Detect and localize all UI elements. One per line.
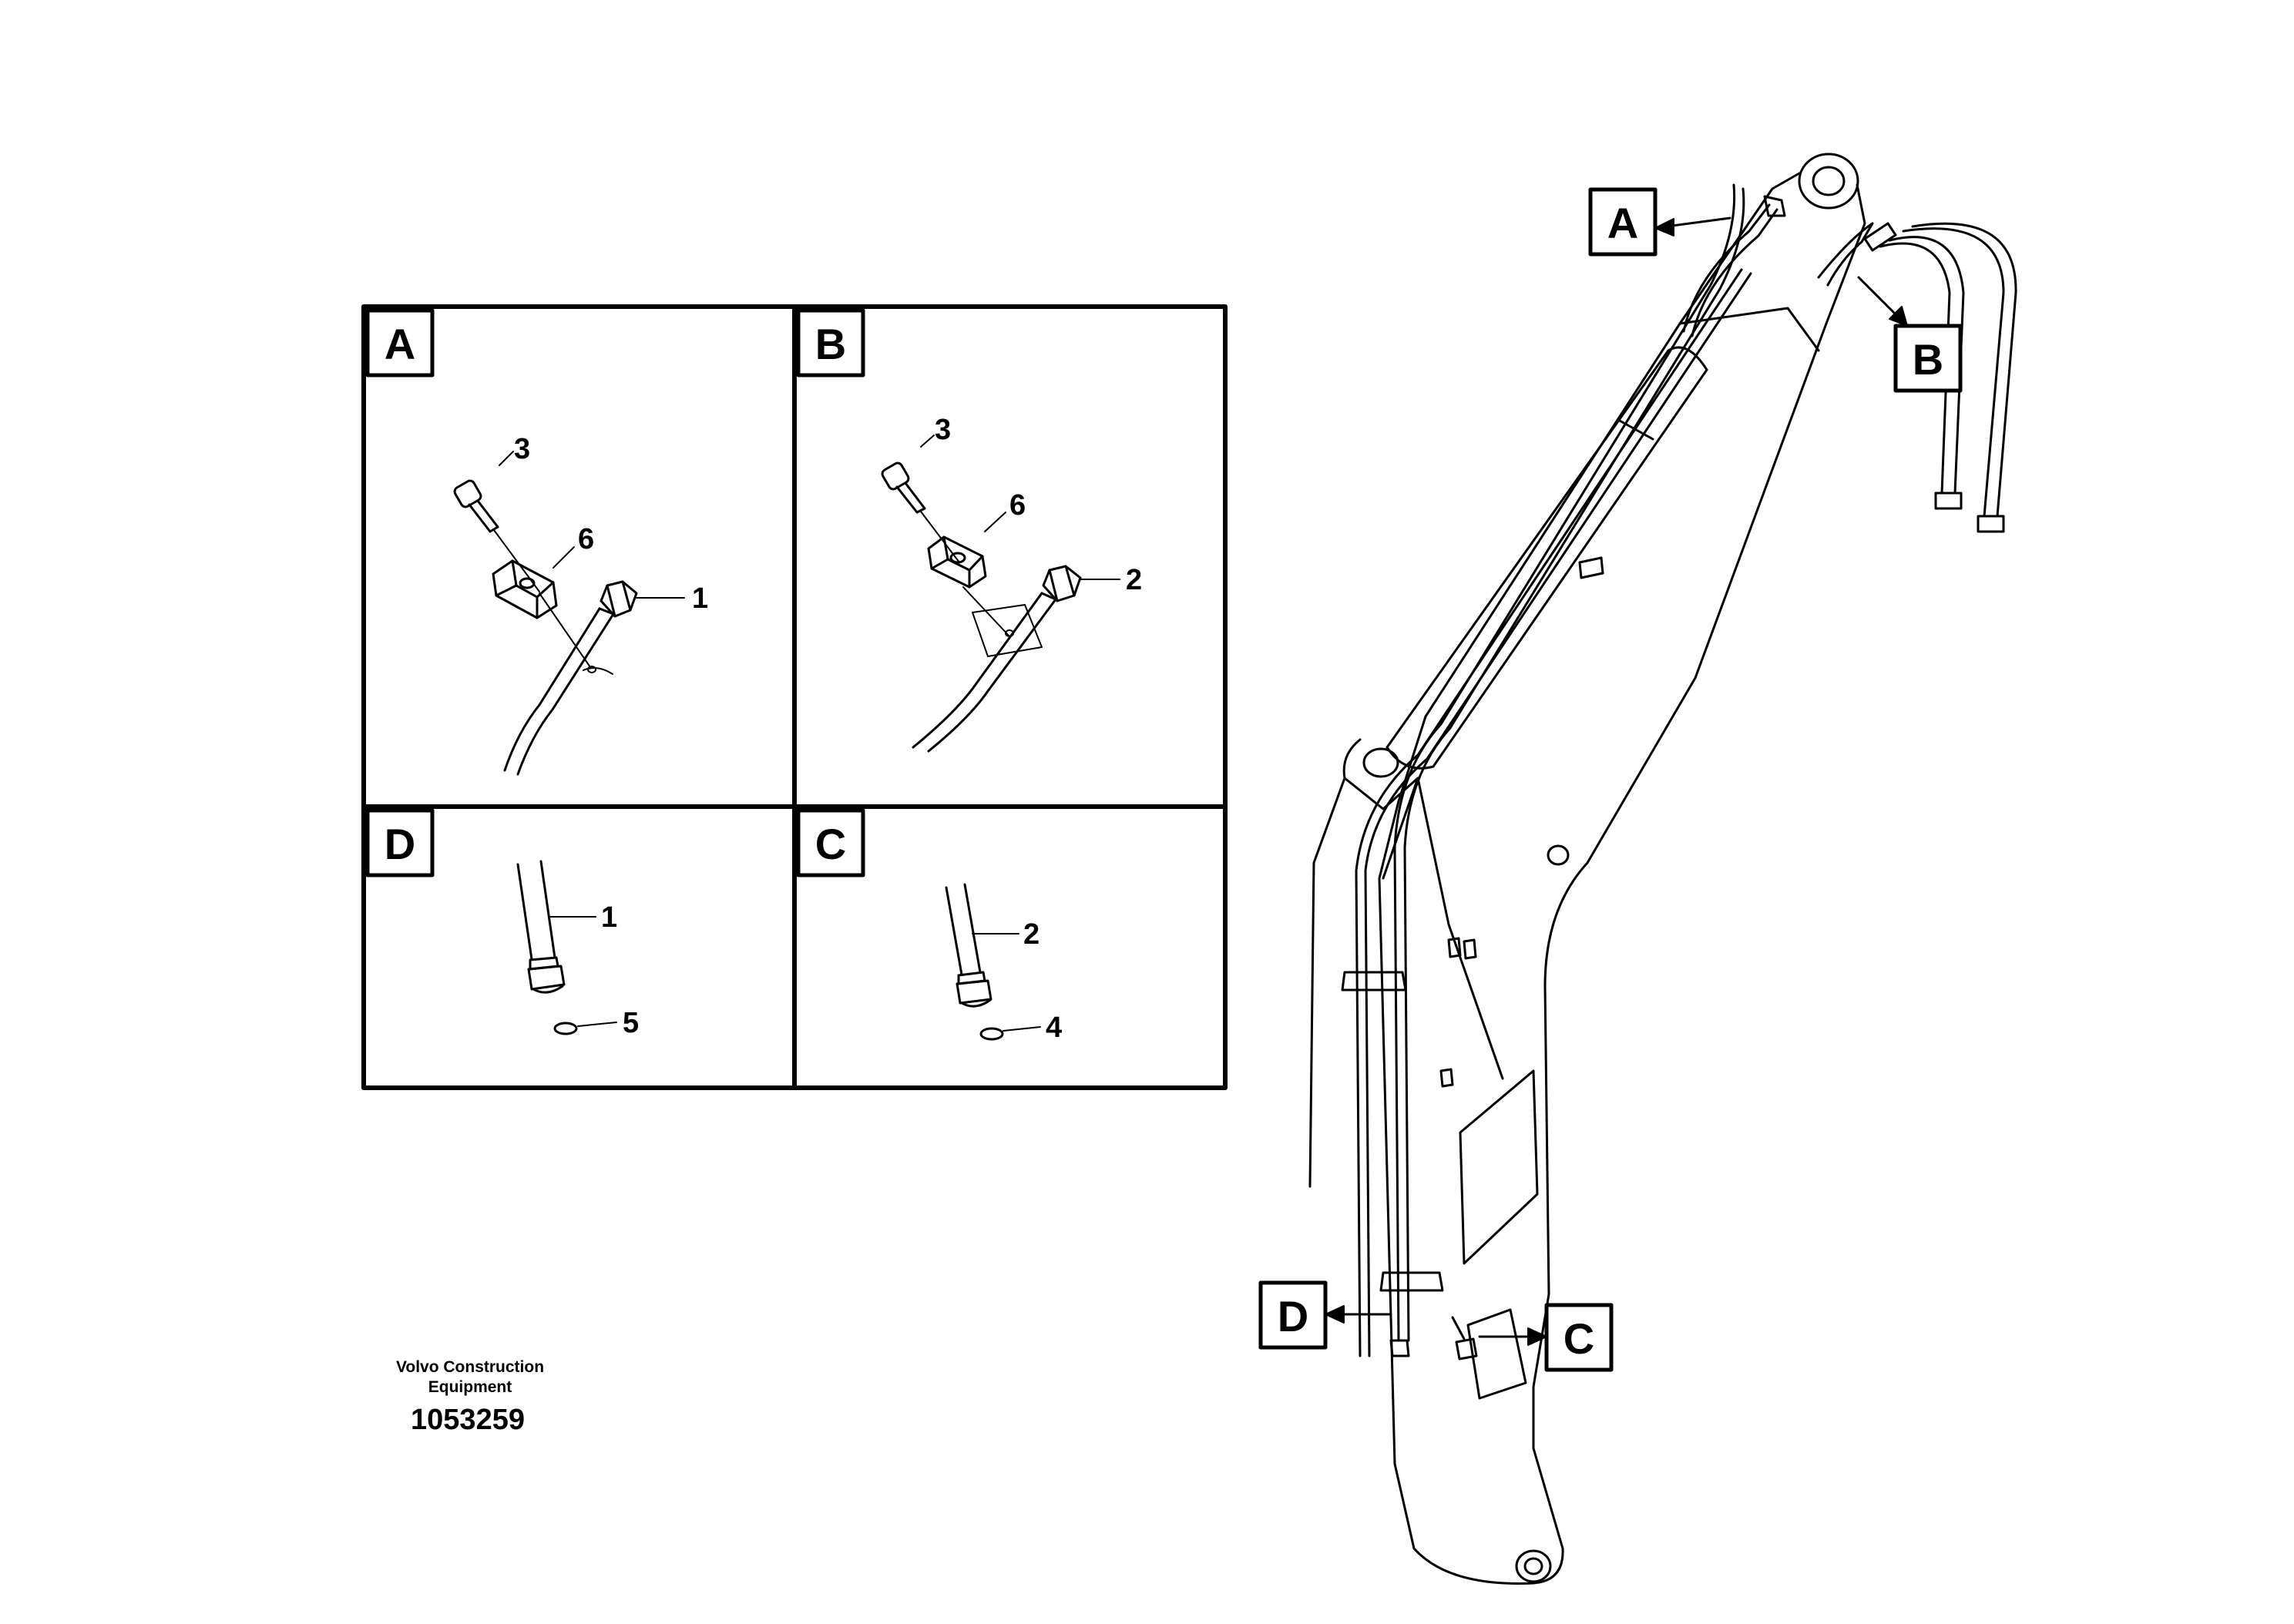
bolt-icon [453,479,499,533]
clamp-icon [492,559,558,619]
panel-b-label-box [796,308,865,377]
callout-number: 1 [601,901,617,934]
hose-icon [503,580,638,776]
leader-line [1003,1026,1041,1032]
leader-line [920,435,935,448]
boom-label-b-text: B [1913,335,1943,384]
leader-line [984,512,1006,532]
leader-line [553,546,575,569]
footer: Volvo Construction Equipment 1053259 [396,1358,544,1436]
callout-number: 6 [1009,489,1026,522]
leader-line [539,592,591,668]
company-name-line2: Equipment [428,1378,512,1396]
hose-end-icon [516,860,566,994]
panel-b: B 3 6 2 [796,308,1142,753]
boom-label-c-text: C [1563,1314,1594,1363]
leader-line [962,586,1010,637]
boom-label-b: B [1857,276,1963,393]
panel-c-label: C [815,820,846,868]
bolt-icon [881,461,926,514]
callout-number: 4 [1046,1012,1062,1044]
callout-number: 3 [514,433,530,465]
leader-line [499,451,514,466]
panel-a-label-box [365,308,435,377]
clamp-icon [927,535,987,589]
boom-label-d: D [1258,1280,1392,1350]
hose-clamp-icon [1379,1271,1444,1292]
boom-label-d-text: D [1278,1292,1308,1340]
callout-number: 2 [1023,918,1040,951]
company-name-line1: Volvo Construction [396,1358,544,1376]
o-ring-icon [553,1022,578,1035]
hose-end-d-icon [1389,1339,1410,1357]
panel-d-label-box [365,808,435,877]
leader-line [583,666,613,675]
callout-number: 3 [935,414,951,446]
callout-number: 5 [623,1007,639,1039]
panel-c: C 2 4 [796,808,1062,1044]
o-ring-icon [979,1027,1004,1041]
hose-end-icon [945,883,992,1008]
callout-number: 2 [1126,564,1142,596]
clip-hole-icon [1005,629,1014,637]
hose-clamp-icon [1341,971,1407,992]
boom-label-c: C [1478,1303,1614,1372]
callout-number: 6 [578,523,594,555]
clip-hole-icon [587,666,596,673]
panel-d: D 1 5 [365,808,639,1039]
excavator-arm-illustration [1308,153,2017,1585]
hose-icon [912,565,1082,753]
panel-a-label: A [385,320,415,368]
leader-line [493,529,540,592]
panel-a: A 3 6 [365,308,708,776]
hose-end-c-icon [1455,1337,1478,1361]
bottom-pin-eye-icon [1515,1549,1552,1583]
detail-panel-grid [361,304,1228,1090]
drawing-number: 1053259 [411,1404,525,1436]
callout-number: 1 [692,582,708,615]
boom-label-a: A [1588,187,1731,257]
clip-plate-icon [972,604,1043,657]
panel-b-label: B [815,320,846,368]
panel-d-label: D [385,820,415,868]
leader-line [577,1022,617,1027]
top-pin-eye-icon [1798,153,1859,210]
panel-c-label-box [796,808,865,877]
boom-label-a-text: A [1607,199,1638,247]
